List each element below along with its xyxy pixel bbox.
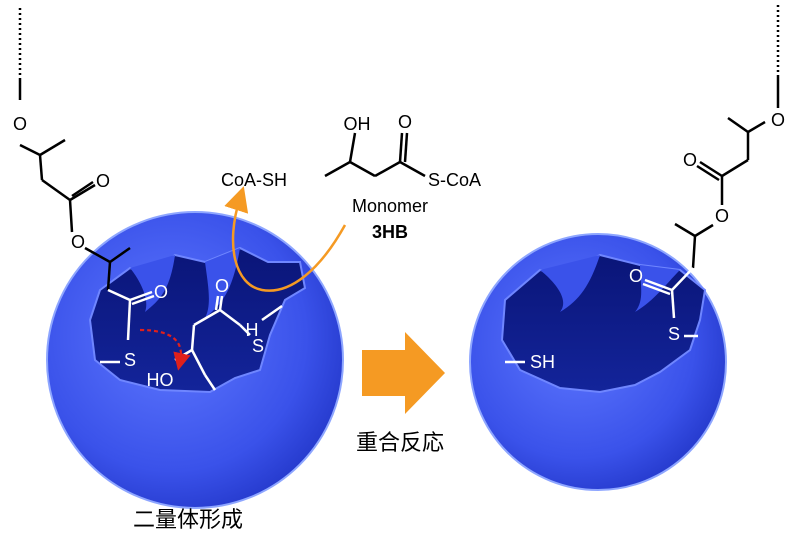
left-active-hydrogen: H — [246, 320, 259, 340]
monomer-name-label: 3HB — [372, 222, 408, 242]
monomer-hydroxyl: OH — [344, 114, 371, 134]
coa-release-arrow — [224, 186, 347, 292]
nucleophilic-attack-arrow — [139, 328, 191, 371]
polymerization-caption: 重合反応 — [356, 431, 444, 456]
left-active-sulfur: S — [252, 336, 264, 356]
right-polymer-chain-white — [505, 267, 698, 364]
right-pocket-oxygen: O — [629, 266, 643, 286]
left-ester-oxygen: O — [71, 232, 85, 252]
left-active-oxygen: O — [215, 276, 229, 296]
left-enzyme — [46, 211, 344, 509]
monomer-thioester-label: S-CoA — [428, 170, 481, 190]
left-pocket-oxygen: O — [154, 282, 168, 302]
left-carbonyl-oxygen: O — [96, 171, 110, 191]
right-thiol-label: SH — [530, 352, 555, 372]
right-pocket-sulfur: S — [668, 324, 680, 344]
left-polymer-chain — [18, 8, 131, 291]
left-hydroxyl: HO — [147, 370, 174, 390]
coa-sh-label: CoA-SH — [221, 170, 287, 190]
right-polymer-chain — [674, 5, 780, 269]
left-pocket-sulfur: S — [124, 350, 136, 370]
right-ester-oxygen: O — [715, 206, 729, 226]
monomer-carbonyl-oxygen: O — [398, 112, 412, 132]
left-ether-oxygen: O — [13, 114, 27, 134]
monomer-structure — [324, 132, 426, 178]
dimer-formation-caption: 二量体形成 — [133, 508, 243, 533]
monomer-label: Monomer — [352, 196, 428, 216]
right-ether-oxygen: O — [771, 110, 785, 130]
reaction-arrow — [362, 332, 445, 414]
right-carbonyl-oxygen: O — [683, 150, 697, 170]
